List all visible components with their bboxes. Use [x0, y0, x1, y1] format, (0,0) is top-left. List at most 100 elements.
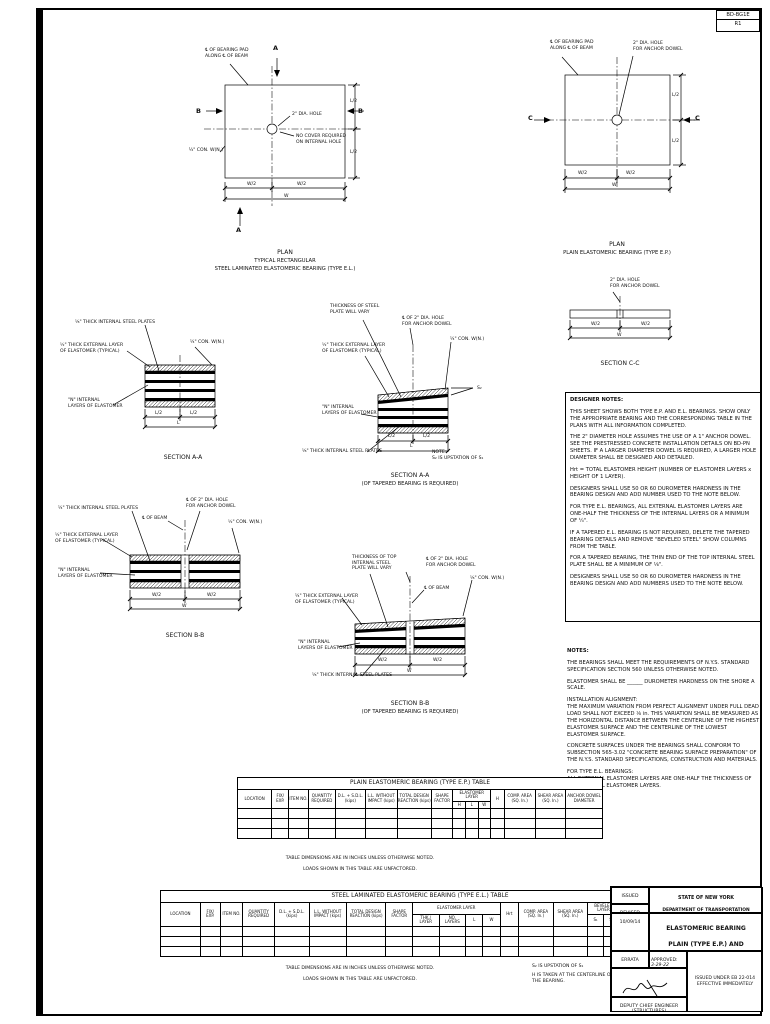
dim-l2-left-aat: L/2	[388, 434, 396, 439]
section-aat-caption2: (OF TAPERED BEARING IS REQUIRED)	[361, 481, 459, 487]
empty-cell	[465, 946, 484, 958]
approval-signature-icon	[622, 979, 668, 996]
dim-w2-left-cc: W/2	[591, 322, 601, 327]
section-cut-c-left: C	[528, 114, 533, 122]
col-el-h: H	[452, 800, 466, 810]
empty-cell	[236, 818, 273, 830]
designer-note: IF A TAPERED E.L. BEARING IS NOT REQUIRE…	[570, 529, 750, 550]
plan-el-drawing	[204, 58, 364, 226]
organization-cell: STATE OF NEW YORK DEPARTMENT OF TRANSPOR…	[649, 887, 763, 913]
label-cl-beam-bbt: ℄ OF BEAM	[424, 586, 450, 591]
label-ext-layer-bb: ½" THICK EXTERNAL LAYER OF ELASTOMER (TY…	[55, 533, 119, 544]
dim-w-cc: W	[617, 333, 622, 338]
approved-label: APPROVED:	[651, 957, 678, 963]
general-notes-title: NOTES:	[567, 648, 589, 654]
label-chamfer-bb: ½" CON. W(N.)	[228, 520, 263, 525]
general-note: THE BEARINGS SHALL MEET THE REQUIREMENTS…	[567, 659, 750, 673]
empty-cell	[274, 936, 310, 948]
plan-ep-title: PLAN	[609, 241, 625, 248]
col-fix-exp: FIX/ EXP.	[199, 901, 221, 928]
table-row	[236, 828, 603, 840]
table-laminated-el: STEEL LAMINATED ELASTOMERIC BEARING (TYP…	[160, 890, 681, 958]
designer-note: Hrt = TOTAL ELASTOMER HEIGHT (NUMBER OF …	[570, 466, 752, 480]
table-row	[160, 946, 681, 958]
section-cc-caption: SECTION C-C	[600, 360, 640, 367]
empty-cell	[345, 946, 387, 958]
empty-cell	[160, 926, 201, 938]
empty-cell	[364, 828, 398, 840]
drawing-title-line2: PLAIN (TYPE E.P.) AND	[668, 941, 744, 949]
col-ll: L.L. WITHOUT IMPACT (kips)	[308, 901, 347, 928]
empty-cell	[499, 946, 520, 958]
empty-cell	[430, 808, 454, 820]
empty-cell	[219, 946, 244, 958]
section-bbt-caption2: (OF TAPERED BEARING IS REQUIRED)	[361, 709, 459, 715]
dim-w2-left-ep: W/2	[578, 171, 588, 176]
empty-cell	[452, 808, 466, 820]
section-aa-tapered-drawing	[360, 319, 474, 454]
plan-el-subtitle1: TYPICAL RECTANGULAR	[254, 258, 316, 264]
label-hole-aat: ℄ OF 2" DIA. HOLE FOR ANCHOR DOWEL	[402, 316, 452, 327]
general-notes: NOTES: THE BEARINGS SHALL MEET THE REQUI…	[567, 648, 760, 795]
plan-el-title: PLAN	[277, 249, 293, 256]
empty-cell	[565, 818, 603, 830]
dim-w-bbt: W	[407, 669, 412, 674]
section-aat-caption: SECTION A-A	[390, 472, 430, 479]
table-row	[160, 936, 681, 948]
dim-l-aat: L	[410, 444, 413, 449]
label-hole-dia-el: 2" DIA. HOLE	[292, 112, 322, 117]
empty-cell	[565, 828, 603, 840]
dim-l2-bot-el: L/2	[350, 150, 358, 155]
empty-cell	[288, 828, 309, 840]
col-el-w: W	[477, 800, 492, 810]
empty-cell	[477, 808, 492, 820]
empty-cell	[219, 926, 244, 938]
empty-cell	[160, 946, 201, 958]
approved-cell: APPROVED: 3-29-22	[649, 951, 687, 968]
col-location: LOCATION	[236, 788, 273, 810]
dim-w2-left-bbt: W/2	[378, 658, 388, 663]
col-comp-area: COMP. AREA (SQ. In.)	[503, 788, 536, 810]
dim-l2-bot-ep: L/2	[672, 139, 680, 144]
col-shear-area: SHEAR AREA (SQ. In.)	[552, 901, 589, 928]
empty-cell	[534, 818, 567, 830]
dim-w2-left-bb: W/2	[152, 593, 162, 598]
col-el-l: L	[465, 913, 484, 928]
drawing-title-cell: ELASTOMERIC BEARING PLAIN (TYPE E.P.) AN…	[649, 913, 763, 951]
empty-cell	[345, 936, 387, 948]
empty-cell	[518, 936, 554, 948]
designer-notes-box: DESIGNER NOTES: THIS SHEET SHOWS BOTH TY…	[565, 392, 762, 622]
revision-date: 10/09/14	[619, 919, 641, 925]
sheet-number: BD-BG1E	[717, 11, 759, 21]
table-title-row: STEEL LAMINATED ELASTOMERIC BEARING (TYP…	[160, 890, 680, 903]
label-steel-plates-aat: ⅛" THICK INTERNAL STEEL PLATES	[302, 449, 383, 454]
col-elastomer-group: ELASTOMER LAYER	[412, 901, 501, 915]
empty-cell	[307, 818, 337, 830]
col-s1: S₁	[587, 913, 604, 928]
org-line2: DEPARTMENT OF TRANSPORTATION	[662, 907, 750, 913]
label-cl-bearing-pad-ep: ℄ OF BEARING PAD ALONG ℄ OF BEAM	[550, 40, 594, 51]
table-ep-title: PLAIN ELASTOMERIC BEARING (TYPE E.P.) TA…	[237, 777, 603, 790]
dim-l2-right-aa: L/2	[190, 411, 198, 416]
empty-cell	[288, 808, 309, 820]
section-bb-tapered-drawing	[337, 571, 473, 678]
designer-note: THE 2" DIAMETER HOLE ASSUMES THE USE OF …	[570, 434, 757, 462]
errata-label: ERRATA	[621, 957, 639, 963]
col-location: LOCATION	[160, 901, 201, 928]
errata-cell: ERRATA 03/2022	[611, 951, 649, 968]
section-bb-drawing	[99, 510, 243, 612]
general-note: ELASTOMER SHALL BE ______ DUROMETER HARD…	[567, 678, 755, 692]
signature-cell	[611, 968, 687, 997]
empty-cell	[396, 828, 432, 840]
table-row	[160, 926, 681, 938]
label-steel-plates-bb: ¼" THICK INTERNAL STEEL PLATES	[58, 506, 139, 511]
empty-cell	[430, 818, 454, 830]
empty-cell	[503, 818, 536, 830]
empty-cell	[465, 818, 479, 830]
table-el-title: STEEL LAMINATED ELASTOMERIC BEARING (TYP…	[160, 890, 680, 903]
col-thk-layer: THK./ LAYER	[412, 913, 440, 928]
empty-cell	[345, 926, 387, 938]
general-note: CONCRETE SURFACES UNDER THE BEARINGS SHA…	[567, 743, 758, 764]
label-ext-layer-aa: ½" THICK EXTERNAL LAYER OF ELASTOMER (TY…	[60, 343, 124, 354]
